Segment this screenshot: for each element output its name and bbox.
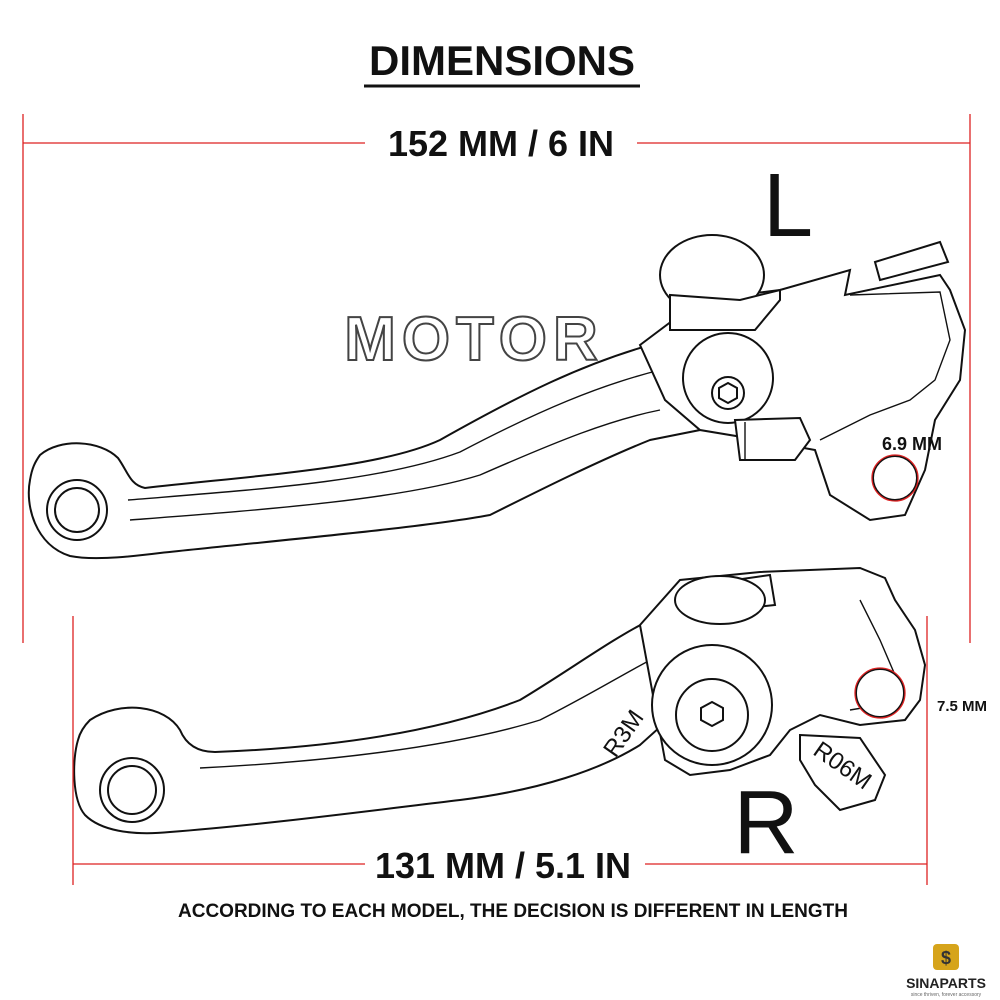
left-lever-label: L	[763, 156, 813, 256]
right-lever-tip-hole	[107, 765, 157, 815]
right-lever: 7.5 MM R3M R06M	[73, 566, 987, 835]
logo-tagline: since thriven, forever accessory	[911, 992, 982, 998]
hex-socket-icon	[718, 381, 738, 405]
left-lever-blade	[27, 328, 701, 560]
right-lever-bracket	[799, 733, 887, 812]
left-hole-size-label: 6.9 MM	[882, 434, 942, 454]
left-lever-blade-edge	[127, 369, 661, 501]
left-lever-top-flange	[873, 240, 950, 282]
right-lever-mount-hole	[855, 668, 905, 718]
left-hole-highlight	[871, 454, 919, 502]
right-lever-blade-edge	[199, 654, 661, 769]
bottom-length-label: 131 MM / 5.1 IN	[375, 845, 631, 886]
left-lever-mount-hole	[872, 455, 918, 501]
left-lever-tip-hole	[54, 487, 100, 533]
left-lever-knob-cylinder	[669, 288, 781, 331]
logo-s-glyph: $	[941, 948, 951, 968]
left-lever-perch-inner	[819, 291, 951, 441]
left-lever-spring-plate	[733, 416, 812, 461]
left-lever-blade-edge-lower	[129, 409, 661, 521]
top-length-label: 152 MM / 6 IN	[388, 123, 614, 164]
right-lever-label: R	[734, 773, 799, 873]
hex-bolt-icon	[700, 700, 724, 728]
brand-logo: $ SINAPARTS since thriven, forever acces…	[906, 944, 986, 998]
left-lever: 6.9 MM	[27, 234, 967, 560]
page-title: DIMENSIONS	[369, 37, 635, 84]
length-note: ACCORDING TO EACH MODEL, THE DECISION IS…	[178, 901, 848, 922]
logo-badge-icon	[933, 944, 959, 970]
right-hole-highlight	[854, 667, 906, 719]
watermark-text: MOTOR	[344, 305, 604, 374]
logo-brand-name: SINAPARTS	[906, 975, 986, 991]
right-lever-adjuster-knob	[674, 575, 766, 625]
right-hole-size-label: 7.5 MM	[937, 698, 987, 715]
right-lever-blade	[73, 608, 692, 835]
